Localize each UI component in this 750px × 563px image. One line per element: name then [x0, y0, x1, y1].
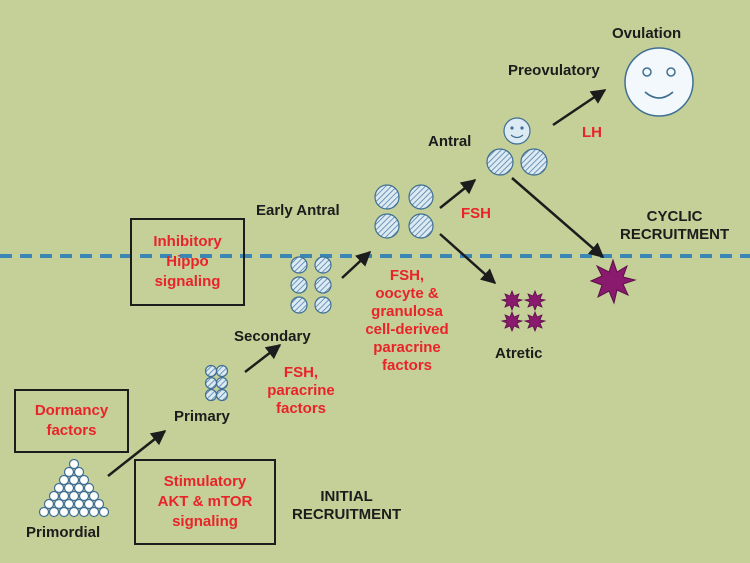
label-cyclic-recruitment: CYCLIC RECRUITMENT	[620, 208, 730, 243]
box-inhibitory-hippo: Inhibitory Hippo signaling	[130, 218, 245, 306]
label-antral: Antral	[428, 133, 472, 150]
arrow-early-antral-to-antral	[439, 179, 477, 209]
early-antral-follicle-cluster	[374, 184, 434, 239]
label-initial-recruitment: INITIAL RECRUITMENT	[292, 488, 402, 523]
box-stimulatory-akt-mtor: Stimulatory AKT & mTOR signaling	[134, 459, 276, 545]
label-early-antral: Early Antral	[256, 202, 340, 219]
label-atretic: Atretic	[495, 345, 543, 362]
label-primary: Primary	[174, 408, 230, 425]
factor-fsh: FSH	[461, 205, 491, 222]
label-preovulatory: Preovulatory	[508, 62, 600, 79]
arrow-antral-to-preovulatory	[552, 88, 607, 127]
factor-fsh-paracrine: FSH, paracrine factors	[267, 364, 335, 417]
arrow-secondary-to-early-antral	[341, 250, 372, 279]
cyclic-atretic-star-icon	[589, 258, 637, 305]
label-ovulation: Ovulation	[612, 25, 682, 42]
smiley-face-icon	[624, 47, 694, 117]
box-dormancy-factors: Dormancy factors	[14, 389, 129, 453]
arrow-antral-to-cyclic-atresia	[511, 177, 605, 258]
arrow-primordial-to-primary	[107, 430, 167, 477]
antral-follicle-cluster	[486, 117, 548, 176]
factor-fsh-oocyte-paracrine: FSH, oocyte & granulosa cell-derived par…	[365, 267, 449, 374]
primordial-follicle-cluster	[38, 458, 110, 518]
label-secondary: Secondary	[234, 328, 311, 345]
progression-arrows	[107, 88, 607, 477]
label-primordial: Primordial	[26, 524, 101, 541]
factor-lh: LH	[582, 124, 602, 141]
secondary-follicle-cluster	[290, 256, 332, 314]
atretic-star-icon	[500, 289, 547, 333]
arrow-early-antral-to-atretic	[439, 233, 497, 284]
primary-follicle-cluster	[204, 364, 229, 402]
arrow-primary-to-secondary	[244, 344, 282, 373]
